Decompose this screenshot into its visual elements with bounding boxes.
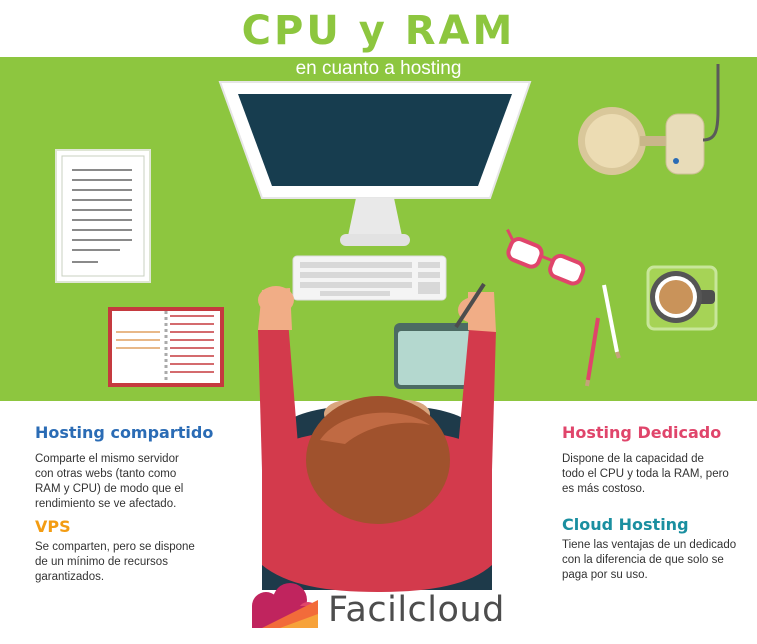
coffee-cup-icon <box>646 265 718 331</box>
section-text: Comparte el mismo servidor con otras web… <box>35 453 184 510</box>
section-text: Dispone de la capacidad de todo el CPU y… <box>562 453 729 495</box>
person-illustration <box>258 282 496 592</box>
section-text: Se comparten, pero se dispone de un míni… <box>35 541 195 583</box>
drawing-tablet-icon <box>394 323 478 389</box>
section-text: Tiene las ventajas de un dedicado con la… <box>562 539 737 581</box>
document-icon <box>55 149 151 283</box>
section-title: VPS <box>35 517 71 536</box>
notebook-icon <box>108 307 224 387</box>
pencils-icon <box>585 284 621 387</box>
monitor-icon <box>218 81 532 246</box>
page-title: CPU y RAM <box>241 8 516 54</box>
section-title: Cloud Hosting <box>562 515 689 534</box>
glasses-icon <box>506 228 586 286</box>
section-cloud-hosting: Cloud Hosting Tiene las ventajas de un d… <box>562 515 752 583</box>
section-vps: VPS Se comparten, pero se dispone de un … <box>35 517 245 585</box>
keyboard-icon <box>292 255 447 301</box>
section-shared-hosting: Hosting compartido Comparte el mismo ser… <box>35 423 245 512</box>
section-title: Hosting compartido <box>35 423 214 442</box>
section-title: Hosting Dedicado <box>562 423 722 442</box>
brand-name: Facilcloud <box>328 590 505 630</box>
phone-icon <box>578 64 720 175</box>
facilcloud-logo-icon <box>252 583 318 628</box>
brand-logo: Facilcloud <box>244 585 505 635</box>
section-dedicated-hosting: Hosting Dedicado Dispone de la capacidad… <box>562 423 752 497</box>
page-subtitle: en cuanto a hosting <box>295 58 462 79</box>
